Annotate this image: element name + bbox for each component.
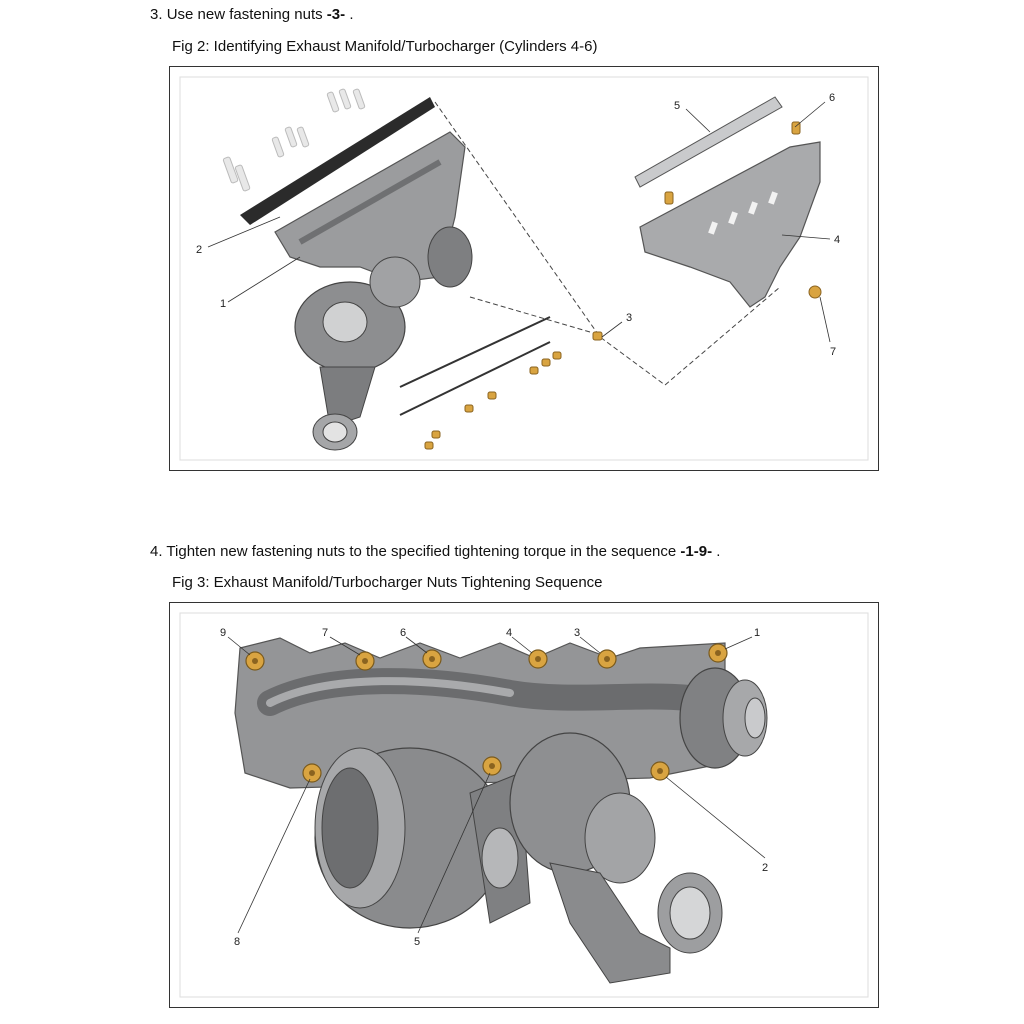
turbine-housing — [314, 747, 531, 929]
fig3-callout-8: 8 — [234, 936, 240, 948]
fastening-nuts — [424, 121, 822, 450]
step-3-text: Use new fastening nuts — [166, 6, 323, 23]
step-4-instruction: 4. Tighten new fastening nuts to the spe… — [150, 543, 720, 560]
fig3-callout-3: 3 — [574, 627, 580, 639]
fig3-leader-lines — [227, 636, 766, 934]
step-3-number: 3. — [150, 6, 163, 23]
fig3-callout-1: 1 — [754, 627, 760, 639]
turbocharger — [294, 256, 421, 451]
step-3-ref: -3- — [326, 6, 346, 23]
fig2-callout-1: 1 — [220, 298, 226, 310]
gasket — [240, 97, 435, 225]
fig3-callout-5: 5 — [414, 936, 420, 948]
bracket — [634, 96, 783, 188]
fig3-callout-9: 9 — [220, 627, 226, 639]
wastegate-actuator — [679, 667, 768, 769]
fig2-callout-7: 7 — [830, 346, 836, 358]
nut-centers — [252, 650, 721, 776]
fig3-callout-6: 6 — [400, 627, 406, 639]
compressor-housing — [509, 732, 723, 984]
step-3-instruction: 3. Use new fastening nuts -3- . — [150, 6, 353, 23]
fig2-callout-5: 5 — [674, 100, 680, 112]
assembly-lines — [434, 101, 781, 386]
fig3-callout-4: 4 — [506, 627, 512, 639]
fig3-callout-7: 7 — [322, 627, 328, 639]
step-3-end: . — [349, 6, 354, 23]
fig2-callout-4: 4 — [834, 234, 840, 246]
studs — [222, 88, 366, 192]
fig3-illustration: 1 2 3 4 5 6 7 8 9 — [179, 612, 869, 998]
step-4-number: 4. — [150, 543, 163, 560]
fig2-callouts: 1 2 3 4 5 6 7 — [196, 92, 840, 358]
fig2-caption: Fig 2: Identifying Exhaust Manifold/Turb… — [172, 38, 598, 55]
step-4-ref: -1-9- — [680, 543, 713, 560]
exhaust-manifold — [274, 131, 473, 288]
step-4-end: . — [716, 543, 721, 560]
heat-shield — [639, 141, 821, 308]
fig2-callout-2: 2 — [196, 244, 202, 256]
fig3-frame: 1 2 3 4 5 6 7 8 9 — [169, 602, 879, 1008]
leader-lines — [207, 101, 831, 343]
fig2-illustration: 1 2 3 4 5 6 7 — [179, 76, 869, 461]
fig2-frame: 1 2 3 4 5 6 7 — [169, 66, 879, 471]
rods — [399, 316, 551, 416]
fig3-caption: Fig 3: Exhaust Manifold/Turbocharger Nut… — [172, 574, 603, 591]
fig2-callout-6: 6 — [829, 92, 835, 104]
fig2-callout-3: 3 — [626, 312, 632, 324]
fig3-callouts: 1 2 3 4 5 6 7 8 9 — [220, 627, 768, 948]
step-4-text: Tighten new fastening nuts to the specif… — [166, 543, 677, 560]
fig3-callout-2: 2 — [762, 862, 768, 874]
